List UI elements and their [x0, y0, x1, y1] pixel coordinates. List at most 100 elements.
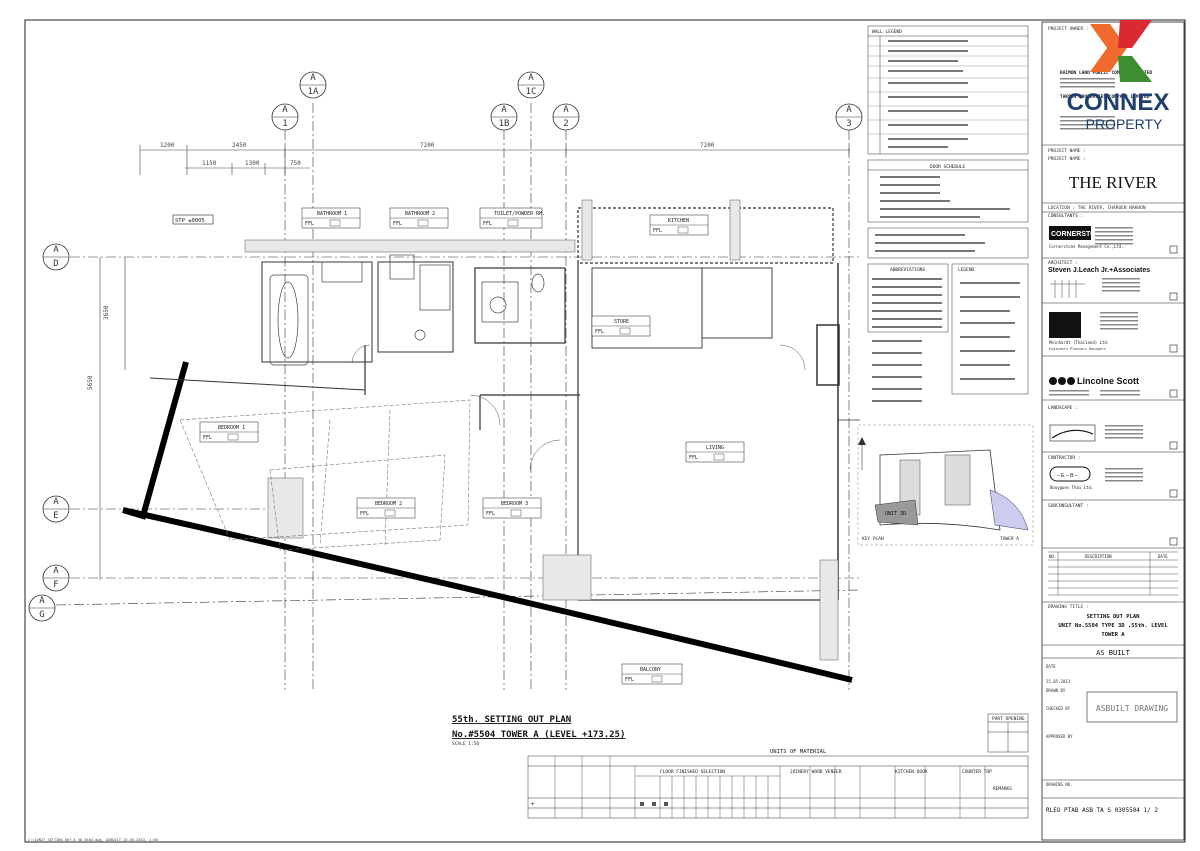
svg-text:ASBUILT DRAWING: ASBUILT DRAWING [1096, 704, 1168, 713]
svg-text:FFL: FFL [653, 228, 662, 234]
grid-left: A D A E A F A G [28, 243, 861, 622]
svg-text:TOILET/POWDER RM.: TOILET/POWDER RM. [494, 211, 545, 217]
plan-subtitle: No.#5504 TOWER A (LEVEL +173.25) [452, 730, 625, 740]
room-tag-kitchen: KITCHEN FFL [649, 214, 709, 236]
grid-bubble-G: A G [28, 589, 861, 622]
drawing-number: RLEO PTAB ASB TA S 0305504 1/ 2 [1046, 807, 1158, 814]
svg-text:ARCHITECT :: ARCHITECT : [1048, 260, 1078, 266]
wall-tag: STP ±0005 [172, 214, 214, 225]
svg-text:1150: 1150 [202, 160, 217, 167]
owner-name: RAIMON LAND PUBLIC COMPANY LIMITED [1060, 70, 1152, 76]
svg-text:COUNTER TOP: COUNTER TOP [962, 769, 992, 775]
room-tag-bathroom-2: BATHROOM 2 FFL [389, 207, 449, 229]
svg-text:DESCRIPTION: DESCRIPTION [1085, 554, 1112, 559]
svg-text:BALCONY: BALCONY [640, 667, 661, 673]
room-tag-toilet: TOILET/POWDER RM. FFL [479, 207, 545, 229]
svg-text:LEGEND: LEGEND [958, 267, 975, 273]
svg-text:FFL: FFL [305, 221, 314, 227]
part-opening: PART OPENING [987, 713, 1029, 753]
connex-logo: CONNEX PROPERTY [1067, 20, 1170, 132]
svg-text:KITCHEN DOOR: KITCHEN DOOR [895, 769, 928, 775]
svg-text:TOWER A: TOWER A [1000, 536, 1019, 542]
grid-bubble-D: A D [42, 243, 860, 271]
svg-text:KITCHEN: KITCHEN [668, 218, 689, 224]
svg-text:1A: 1A [308, 87, 319, 97]
svg-text:Lincolne Scott: Lincolne Scott [1077, 376, 1139, 386]
hatched-walls [244, 199, 839, 661]
sheet-border [24, 19, 1186, 843]
legend-table [951, 263, 1029, 395]
svg-text:FLOOR FINISHED SELECTION: FLOOR FINISHED SELECTION [660, 769, 725, 775]
svg-text:D: D [53, 259, 58, 269]
grid-bubble-F: A F [42, 564, 860, 592]
svg-text:BEDROOM 3: BEDROOM 3 [501, 501, 528, 507]
door-schedule-table [867, 159, 1029, 223]
svg-text:– E – B –: – E – B – [1057, 473, 1078, 479]
logo-brand-property: PROPERTY [1086, 116, 1163, 132]
svg-text:2450: 2450 [232, 142, 247, 149]
top-dimensions: 1200 2450 7200 7200 1150 1300 750 [139, 142, 850, 175]
svg-text:3: 3 [846, 119, 851, 129]
svg-text:FFL: FFL [595, 329, 604, 335]
room-tag-bedroom-2: BEDROOM 2 FFL [356, 497, 416, 519]
svg-text:DATE: DATE [1046, 664, 1056, 669]
architect-name: Steven J.Leach Jr.+Associates [1048, 267, 1150, 274]
svg-text:Engineers Planners Managers: Engineers Planners Managers [1049, 347, 1106, 351]
grid-bubble-E: A E [42, 495, 300, 523]
grid-bubble-3: A 3 [835, 103, 863, 690]
key-plan: UNIT 3D KEY PLAN TOWER A [857, 424, 1034, 546]
drawing-title-3: TOWER A [1101, 632, 1125, 638]
svg-text:DRAWN BY: DRAWN BY [1046, 688, 1066, 693]
svg-text:WALL LEGEND: WALL LEGEND [872, 29, 902, 35]
svg-text:BATHROOM 2: BATHROOM 2 [405, 211, 435, 217]
svg-text:A: A [501, 105, 507, 115]
lincolne-scott-logo: Lincolne Scott [1049, 376, 1140, 396]
plan-scale: SCALE 1:50 [452, 741, 479, 747]
grid-bubble-1A: A 1A [299, 71, 327, 690]
svg-text:PROJECT NAME :: PROJECT NAME : [1048, 148, 1086, 154]
svg-text:7200: 7200 [420, 142, 435, 149]
owner-label: PROJECT OWNER : [1048, 26, 1089, 32]
plan-title-block: 55th. SETTING OUT PLAN No.#5504 TOWER A … [452, 715, 625, 747]
svg-text:ABBREVIATIONS: ABBREVIATIONS [890, 267, 926, 273]
svg-text:1B: 1B [499, 119, 510, 129]
svg-text:BATHROOM 1: BATHROOM 1 [317, 211, 347, 217]
finish-table: UNITS OF MATERIAL FLOOR FINISHED SELECTI… [527, 749, 1029, 819]
title-block: PROJECT OWNER : RAIMON LAND PUBLIC COMPA… [1041, 21, 1185, 841]
svg-text:CONTRACTOR :: CONTRACTOR : [1048, 455, 1081, 461]
svg-text:JOINERY WOOD VENEER: JOINERY WOOD VENEER [790, 769, 842, 775]
svg-text:A: A [528, 73, 534, 83]
room-tag-store: STORE FFL [591, 315, 651, 337]
room-tag-balcony: BALCONY FFL [621, 663, 683, 685]
svg-text:DATE: DATE [1158, 554, 1168, 559]
svg-text:PROJECT NAME :: PROJECT NAME : [1048, 156, 1086, 162]
svg-text:A: A [53, 566, 59, 576]
svg-text:DRAWING TITLE :: DRAWING TITLE : [1048, 604, 1089, 610]
svg-text:FFL: FFL [689, 455, 698, 461]
cornerstone-logo: CORNERSTONE Cornerstone Management Co.,L… [1049, 226, 1133, 249]
svg-text:CHECKED BY: CHECKED BY [1046, 706, 1071, 711]
svg-text:KEY PLAN: KEY PLAN [862, 536, 884, 542]
svg-text:SUBCONSULTANT :: SUBCONSULTANT : [1048, 503, 1089, 509]
svg-text:25.05.2013: 25.05.2013 [1046, 679, 1071, 684]
exterior-wall [122, 361, 853, 683]
svg-text:A: A [53, 245, 59, 255]
svg-text:CORNERSTONE: CORNERSTONE [1051, 231, 1106, 238]
logo-brand-connex: CONNEX [1067, 89, 1170, 116]
asbuilt-stamp [1086, 691, 1178, 723]
logo-chevron-left-icon [1090, 24, 1127, 72]
svg-text:FFL: FFL [203, 435, 212, 441]
grid-bubble-1: A 1 [271, 103, 299, 690]
svg-text:LIVING: LIVING [706, 445, 724, 451]
svg-text:BEDROOM 2: BEDROOM 2 [375, 501, 402, 507]
svg-text:A: A [563, 105, 569, 115]
svg-text:FFL: FFL [393, 221, 402, 227]
drawing-title-1: SETTING OUT PLAN [1087, 614, 1140, 620]
bedroom-1-grid [179, 399, 471, 551]
door-swings [351, 344, 806, 471]
svg-text:A: A [282, 105, 288, 115]
fixtures [269, 254, 545, 366]
room-tag-bedroom-1: BEDROOM 1 FFL [199, 421, 259, 443]
